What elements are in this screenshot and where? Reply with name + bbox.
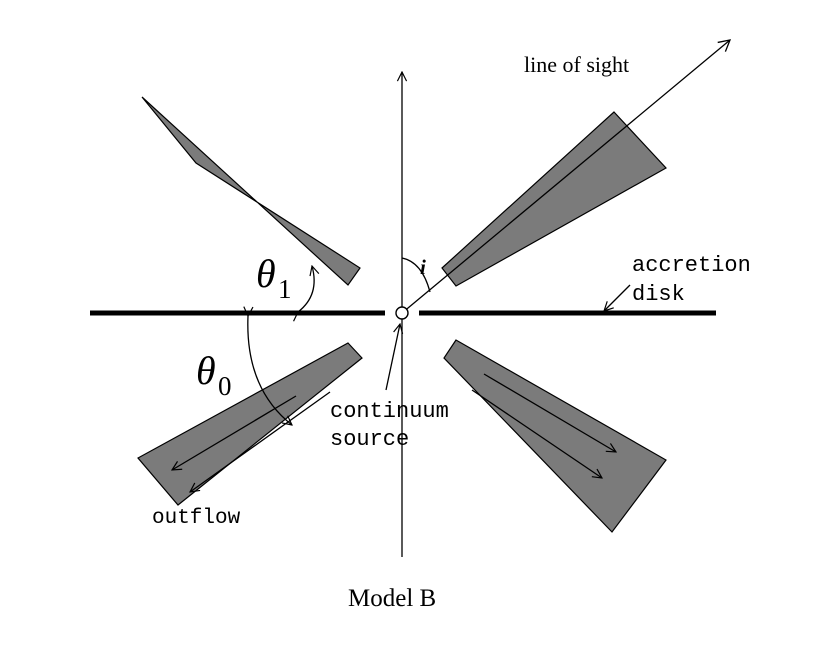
theta1-symbol: θ bbox=[256, 251, 276, 296]
accretion-label-line1: accretion bbox=[632, 253, 751, 278]
theta0-arc bbox=[248, 316, 292, 425]
inclination-label: i bbox=[420, 255, 426, 279]
outflow-label: outflow bbox=[152, 507, 241, 530]
outflow-arrow-right-1 bbox=[483, 373, 616, 452]
accretion-label-line2: disk bbox=[632, 282, 685, 307]
outflow-arrow-left-2 bbox=[190, 391, 331, 492]
outflow-cone-upper-left bbox=[141, 96, 361, 286]
line-of-sight-arrow bbox=[401, 39, 732, 314]
theta0-symbol: θ bbox=[196, 348, 216, 393]
continuum-source-marker bbox=[395, 306, 409, 320]
outflow-cone-upper-right bbox=[441, 111, 667, 287]
theta1-arc bbox=[298, 266, 314, 312]
line-of-sight-label: line of sight bbox=[524, 52, 629, 77]
inclination-arc bbox=[401, 257, 431, 293]
theta0-subscript: 0 bbox=[218, 371, 232, 401]
accretion-disk-leader bbox=[604, 284, 631, 311]
outflow-arrow-left-1 bbox=[172, 395, 297, 470]
continuum-source-leader bbox=[385, 324, 400, 391]
continuum-label-line1: continuum bbox=[330, 399, 449, 424]
outflow-cone-lower-right bbox=[443, 339, 667, 533]
theta1-subscript: 1 bbox=[278, 274, 292, 304]
figure-caption: Model B bbox=[348, 585, 436, 612]
continuum-label-line2: source bbox=[330, 427, 409, 452]
outflow-arrow-right-2 bbox=[471, 389, 602, 478]
